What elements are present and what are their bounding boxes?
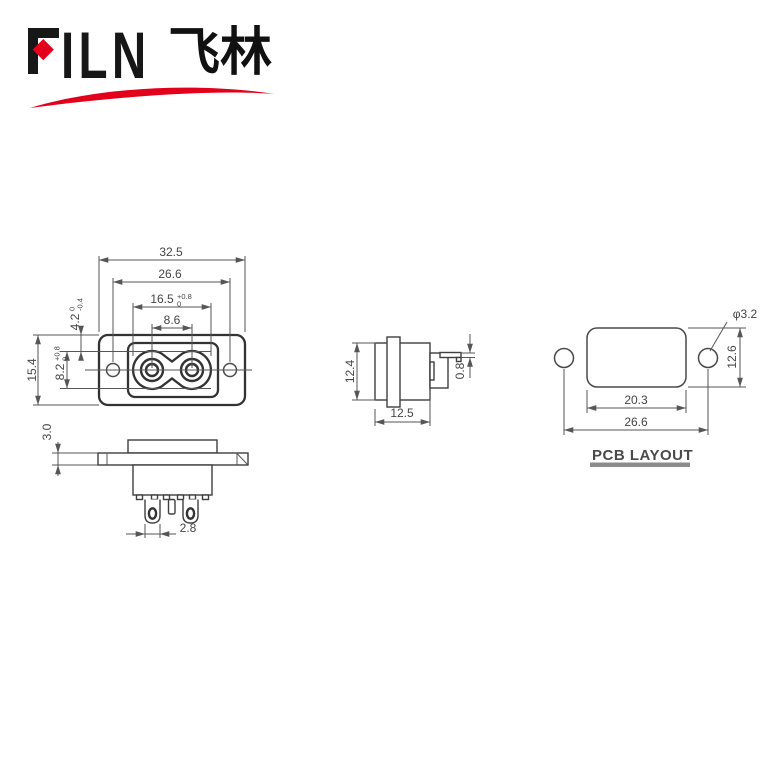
dim-mount-hole-spacing: 26.6 — [113, 267, 230, 285]
pcb-right-hole — [697, 347, 719, 369]
logo-letter-f-stem — [28, 28, 38, 74]
dim-opening-width: 16.5 +0.8 0 — [133, 292, 211, 310]
logo-letter-f — [28, 28, 60, 74]
dim-pcb-hole-spacing: 26.6 — [564, 415, 708, 433]
bottom-tooth — [201, 494, 210, 501]
dimension-text: 8.6 — [164, 313, 181, 327]
brand-text: ILN — [61, 18, 151, 92]
brand-text-chinese: 飞林 — [168, 24, 273, 82]
bottom-view: 3.0 2.8 — [40, 423, 249, 538]
right-terminal-hole — [185, 507, 196, 520]
dimension-tolerance-upper: 0 — [68, 307, 77, 311]
dim-terminal-thickness: 0.8 — [453, 334, 473, 379]
leader-line — [709, 321, 728, 352]
logo-swoosh-icon — [30, 87, 274, 108]
bottom-tooth — [150, 494, 159, 501]
pcb-layout-label: PCB LAYOUT — [592, 447, 693, 464]
dimension-text: 3.0 — [40, 423, 54, 440]
dimension-text: φ3.2 — [733, 307, 758, 321]
dimension-text: 12.4 — [343, 359, 357, 383]
dim-terminal-width: 2.8 — [126, 521, 197, 537]
dim-pin-spacing: 8.6 — [152, 313, 192, 331]
pcb-layout-underline — [590, 462, 690, 467]
dimension-text: 8.2 — [53, 363, 67, 380]
bottom-tooth — [176, 494, 185, 501]
bottom-body-top — [127, 439, 218, 454]
bottom-tooth — [135, 494, 144, 501]
logo-letter-f-bar — [28, 28, 59, 38]
dim-cutout-width: 20.3 — [587, 393, 686, 411]
dimension-tolerance-lower: -0.4 — [76, 298, 85, 311]
dim-overall-width: 32.5 — [99, 245, 245, 263]
dimension-text: 2.8 — [180, 521, 197, 535]
dim-flange-thickness: 3.0 — [40, 423, 61, 476]
dimension-text: 12.6 — [725, 345, 739, 369]
dimension-tolerance-upper: +0.8 — [177, 292, 192, 301]
side-body — [374, 342, 431, 401]
dim-hole-diameter: φ3.2 — [709, 307, 758, 352]
dim-top-offset: 4.2 0 -0.4 — [68, 298, 85, 361]
dim-overall-height: 15.4 — [25, 335, 41, 405]
bottom-flange — [97, 452, 249, 466]
left-terminal-hole — [147, 507, 158, 520]
dimension-text: 20.3 — [624, 393, 648, 407]
dimension-text: 16.5 — [150, 292, 174, 306]
dimension-tolerance-lower: 0 — [61, 357, 70, 361]
dim-body-depth: 12.5 — [375, 406, 430, 425]
pcb-left-hole — [553, 347, 575, 369]
bottom-tooth — [162, 494, 171, 501]
dimension-text: 0.8 — [453, 362, 467, 379]
bottom-tooth — [188, 494, 197, 501]
front-view: 32.5 26.6 16.5 +0.8 0 8.6 15.4 — [25, 245, 252, 407]
bottom-body-lower — [132, 464, 213, 496]
dimension-text: 15.4 — [25, 358, 39, 382]
dimension-text: 26.6 — [624, 415, 648, 429]
side-flange — [386, 336, 401, 408]
dim-opening-height: 8.2 +0.8 0 — [53, 346, 70, 389]
side-recess-detail — [429, 361, 435, 381]
brand-logo: ILN 飞林 — [28, 18, 288, 110]
dimension-text: 12.5 — [390, 406, 414, 420]
dimension-text: 26.6 — [158, 267, 182, 281]
side-view: 12.4 12.5 0.8 — [343, 334, 475, 426]
dimension-text: 32.5 — [159, 245, 183, 259]
dim-body-height: 12.4 — [343, 343, 360, 400]
pcb-cutout — [586, 327, 687, 388]
dim-cutout-height: 12.6 — [725, 328, 743, 387]
dimension-tolerance-lower: 0 — [177, 300, 181, 309]
side-terminal-tab — [455, 356, 462, 363]
pcb-layout-view: φ3.2 12.6 20.3 26.6 PCB LAYOUT — [553, 307, 758, 467]
dimension-text: 4.2 — [68, 313, 82, 330]
flange-chamfer — [236, 453, 248, 465]
logo-swoosh-path — [30, 87, 274, 108]
dimension-tolerance-upper: +0.8 — [53, 346, 62, 361]
bottom-center-tab — [167, 498, 176, 515]
side-terminal — [439, 351, 462, 359]
